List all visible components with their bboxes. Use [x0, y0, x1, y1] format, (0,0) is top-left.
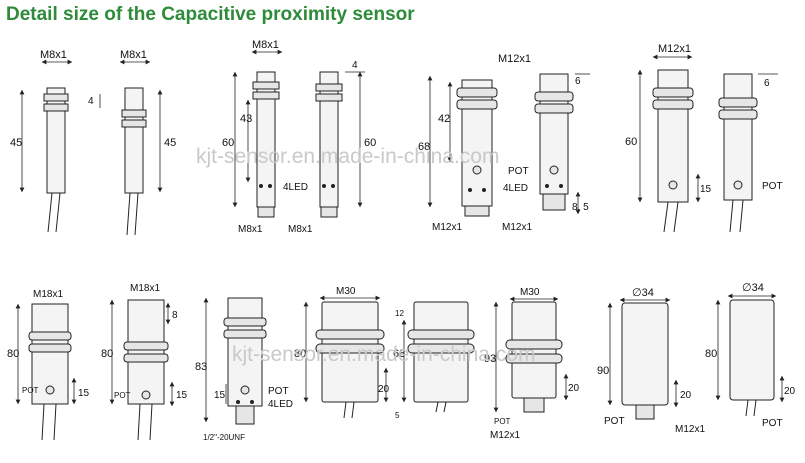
pot-length-label: 20 [378, 384, 390, 395]
bottom-thread-label: M12x1 [490, 430, 520, 441]
sensor-r1-7: M12x1 60 15 [625, 43, 712, 233]
gap-label: 6 [764, 78, 770, 89]
length-label: 93 [484, 353, 496, 365]
diameter-label: ∅34 [632, 287, 654, 299]
diameter-label: ∅34 [742, 282, 764, 294]
thread-label: M30 [336, 286, 356, 297]
watermark: kjt-sensor.en.made-in-china.com [232, 343, 535, 366]
gap-label: 4 [88, 96, 94, 107]
sensor-r2-1: M18x1 80 POT 15 [7, 289, 90, 441]
sensor-r1-3: M8x1 60 43 M8x1 [222, 39, 283, 235]
body-length-label: 42 [438, 113, 450, 125]
sensor-r1-4: 4 60 4LED M8x1 [283, 60, 376, 235]
length-label: 80 [294, 348, 306, 360]
length-label: 60 [364, 137, 376, 149]
sensor-r2-5: 12 68 5 [393, 301, 475, 420]
led-label: 4LED [268, 399, 293, 410]
sensor-r2-4: M30 80 20 [294, 286, 390, 419]
length-label: 68 [393, 348, 405, 360]
bottom-thread-label: M12x1 [502, 222, 532, 233]
sensor-r1-5: 68 42 M12x1 [418, 75, 498, 233]
sensor-r1-8: 6 POT [718, 73, 783, 233]
pot-label: POT [604, 416, 625, 427]
pot-label: POT [762, 181, 783, 192]
thread-label: M12x1 [498, 53, 531, 65]
sensor-r1-6: M12x1 6 POT 4LED 8. 5 M12x1 [498, 53, 590, 233]
pot-length-label: 15 [700, 184, 712, 195]
gap-label: 4 [352, 60, 358, 71]
body-length-label: 43 [240, 113, 252, 125]
top-length-label: 12 [395, 309, 404, 318]
bottom-thread-label: M12x1 [675, 424, 705, 435]
pot-label: POT [268, 386, 289, 397]
thread-label: M30 [520, 287, 540, 298]
thread-label: M18x1 [130, 283, 160, 294]
pot-length-label: 20 [784, 386, 796, 397]
bottom-thread-label: M8x1 [288, 224, 313, 235]
bottom-gap-label: 5 [395, 411, 400, 420]
sensor-r2-3: 83 15 POT 4LED 1/2"-20UNF [195, 297, 293, 442]
led-label: 4LED [503, 183, 528, 194]
sensor-r1-1: M8x1 45 [10, 49, 73, 233]
gap-label: 8 [172, 310, 178, 321]
length-label: 60 [222, 137, 234, 149]
watermark: kjt-sensor.en.made-in-china.com [196, 145, 499, 168]
pot-length-label: 20 [680, 390, 692, 401]
pot-label: POT [762, 418, 783, 429]
pot-length-label: 15 [78, 388, 90, 399]
thread-label: M8x1 [120, 49, 147, 61]
bottom-thread-label: 1/2"-20UNF [203, 433, 245, 442]
thread-label: M8x1 [252, 39, 279, 51]
thread-label: M12x1 [658, 43, 691, 55]
thread-label: M18x1 [33, 289, 63, 300]
sensor-r2-8: ∅34 80 20 POT [705, 282, 796, 429]
led-label: 4LED [283, 182, 308, 193]
pot-label: POT [22, 386, 39, 395]
length-label: 90 [597, 365, 609, 377]
length-label: 45 [164, 137, 176, 149]
page-title: Detail size of the Capacitive proximity … [6, 4, 415, 25]
sensor-r2-7: ∅34 90 20 POT M12x1 [597, 287, 705, 435]
gap-label: 6 [575, 76, 581, 87]
length-label: 80 [101, 348, 113, 360]
length-label: 45 [10, 137, 22, 149]
length-label: 68 [418, 141, 430, 153]
pot-length-label: 15 [176, 390, 188, 401]
pot-label: POT [114, 391, 131, 400]
bottom-thread-label: M12x1 [432, 222, 462, 233]
length-label: 80 [705, 348, 717, 360]
tail-length-label: 8. 5 [572, 202, 589, 213]
pot-label: POT [494, 417, 511, 426]
length-label: 80 [7, 348, 19, 360]
sensor-r2-6: M30 93 20 POT M12x1 [484, 287, 580, 441]
pot-label: POT [508, 166, 529, 177]
pot-length-label: 15 [214, 390, 226, 401]
length-label: 60 [625, 136, 637, 148]
length-label: 83 [195, 361, 207, 373]
sensor-r2-2: M18x1 80 8 POT 15 [101, 283, 188, 441]
thread-label: M8x1 [40, 49, 67, 61]
sensor-r1-2: M8x1 4 45 [88, 49, 176, 236]
bottom-thread-label: M8x1 [238, 224, 263, 235]
pot-length-label: 20 [568, 383, 580, 394]
